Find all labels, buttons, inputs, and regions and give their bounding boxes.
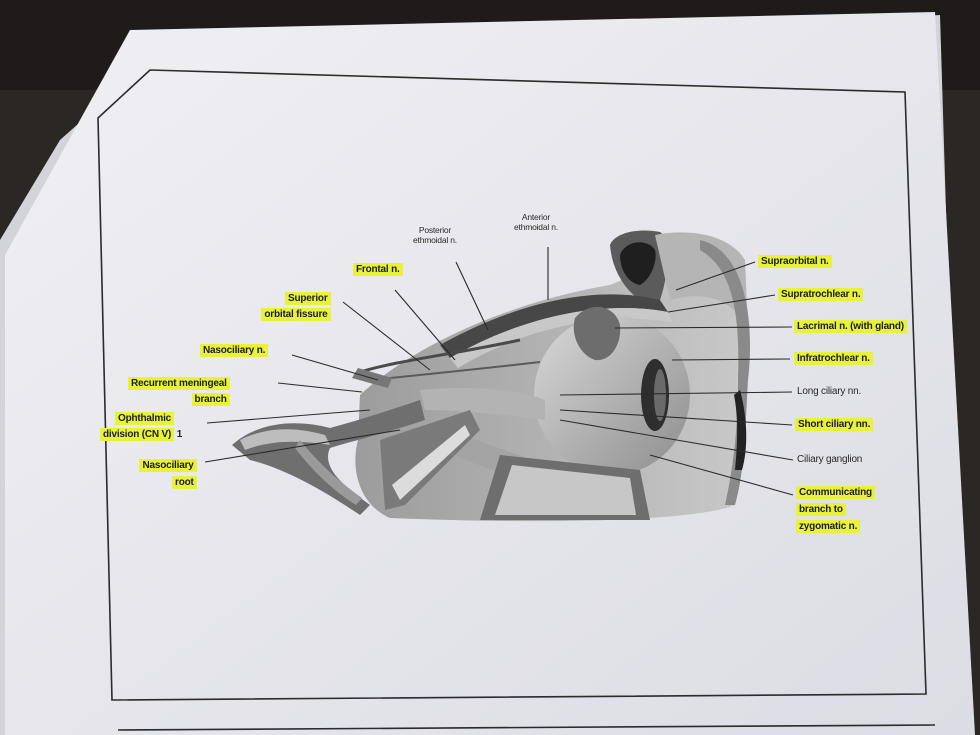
label-long-ciliary-text: Long ciliary nn. (797, 386, 861, 397)
label-short-ciliary: Short ciliary nn. (795, 419, 873, 431)
label-supratrochlear: Supratrochlear n. (778, 289, 863, 301)
label-sof-line2: orbital fissure (261, 308, 330, 321)
label-communicating-branch: Communicating branch to zygomatic n. (796, 487, 875, 533)
label-superior-orbital-fissure: Superior orbital fissure (255, 293, 331, 321)
label-posterior-ethmoidal: Posterior ethmoidal n. (413, 225, 457, 245)
label-posterior-ethmoidal-line2: ethmoidal n. (413, 235, 457, 245)
label-supratrochlear-text: Supratrochlear n. (778, 288, 863, 301)
label-nasociliary: Nasociliary n. (200, 345, 268, 357)
label-ophthalmic-line1: Ophthalmic (115, 412, 174, 425)
label-supraorbital: Supraorbital n. (758, 256, 832, 268)
label-anterior-ethmoidal-line2: ethmoidal n. (514, 222, 558, 232)
label-communicating-line2: branch to (796, 503, 846, 516)
label-anterior-ethmoidal-line1: Anterior (514, 212, 558, 222)
label-lacrimal: Lacrimal n. (with gland) (794, 321, 907, 333)
label-anterior-ethmoidal: Anterior ethmoidal n. (514, 212, 558, 232)
label-long-ciliary: Long ciliary nn. (797, 386, 861, 398)
label-ophthalmic-division: Ophthalmic division (CN V) 1 (100, 413, 182, 441)
label-nasociliary-root-line1: Nasociliary (139, 459, 196, 472)
label-nasociliary-root: Nasociliary root (120, 460, 197, 489)
label-communicating-line1: Communicating (796, 486, 875, 499)
label-short-ciliary-text: Short ciliary nn. (795, 418, 873, 431)
label-frontal-text: Frontal n. (353, 263, 403, 276)
label-recurrent-meningeal: Recurrent meningeal branch (128, 378, 230, 406)
label-ciliary-ganglion: Ciliary ganglion (797, 454, 862, 466)
label-communicating-line3: zygomatic n. (796, 520, 860, 533)
label-recurrent-line2: branch (192, 393, 230, 406)
label-lacrimal-text: Lacrimal n. (with gland) (794, 320, 907, 333)
label-recurrent-line1: Recurrent meningeal (128, 377, 230, 390)
label-nasociliary-root-line2: root (172, 476, 197, 489)
label-frontal: Frontal n. (353, 264, 403, 276)
label-posterior-ethmoidal-line1: Posterior (413, 225, 457, 235)
label-supraorbital-text: Supraorbital n. (758, 255, 832, 268)
label-nasociliary-text: Nasociliary n. (200, 344, 268, 357)
label-infratrochlear: Infratrochlear n. (794, 353, 873, 365)
label-ciliary-ganglion-text: Ciliary ganglion (797, 454, 862, 465)
label-ophthalmic-marker: 1 (177, 429, 182, 440)
label-ophthalmic-line2: division (CN V) (100, 428, 174, 441)
label-sof-line1: Superior (285, 292, 331, 305)
label-infratrochlear-text: Infratrochlear n. (794, 352, 873, 365)
